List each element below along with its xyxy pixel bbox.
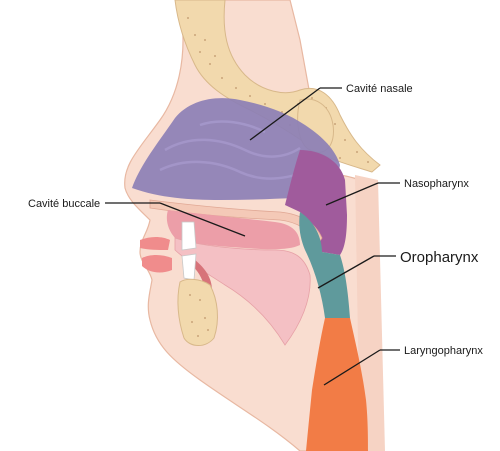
upper-tooth: [181, 221, 197, 251]
leader-oropharynx: [317, 255, 375, 289]
label-oropharynx: Oropharynx: [400, 249, 479, 266]
upper-lip: [140, 237, 170, 250]
nasopharynx-region: [285, 150, 347, 255]
label-nasopharynx: Nasopharynx: [404, 178, 469, 190]
leader-laryngopharynx: [323, 349, 381, 386]
label-oral-cavity: Cavité buccale: [28, 198, 100, 210]
jaw-texture: [189, 294, 209, 337]
leader-nasopharynx: [325, 182, 379, 206]
lower-tooth: [181, 253, 197, 281]
leader-nasal-cavity: [249, 87, 321, 141]
label-laryngopharynx: Laryngopharynx: [404, 345, 483, 357]
lower-lip: [142, 255, 172, 273]
tongue: [174, 237, 311, 346]
nasal-cavity-region: [132, 98, 340, 200]
leader-oral-cavity: [159, 202, 246, 237]
nasal-turbinates: [159, 120, 311, 180]
laryngopharynx-region: [306, 318, 368, 451]
label-nasal-cavity: Cavité nasale: [346, 83, 413, 95]
oral-cavity-region: [166, 210, 300, 250]
jaw-bone: [177, 278, 218, 346]
oropharynx-region: [299, 212, 350, 318]
